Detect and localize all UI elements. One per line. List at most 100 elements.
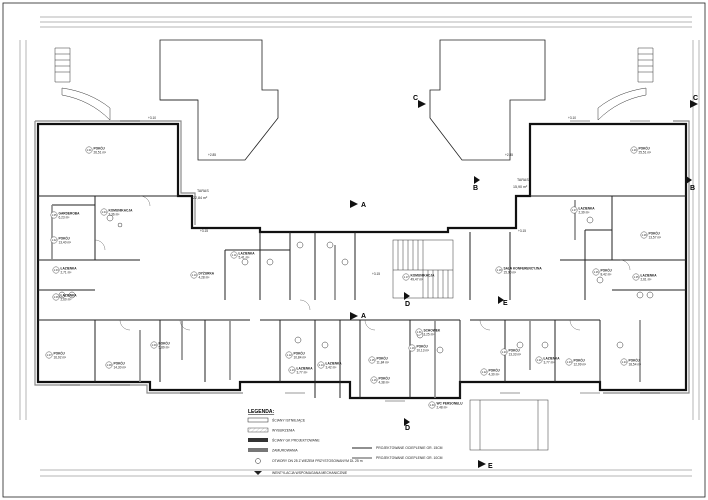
room-number: 1.04: [102, 211, 107, 214]
room-number: 1.10: [192, 274, 197, 277]
room-number: 1.12: [287, 354, 292, 357]
section-marker-e-bottom: E: [478, 460, 493, 470]
legend-item: WENTYLACJA WSPOMAGANA MECHANICZNIE: [272, 471, 348, 475]
room-area: 2,48 m²: [437, 405, 448, 409]
room-number-badge: [100, 208, 108, 216]
room-number: 1.05: [52, 214, 57, 217]
room-area: 5,89 m²: [159, 345, 170, 349]
room-number-badge: [85, 146, 93, 154]
room-name: POKÓJ: [417, 343, 428, 348]
room-number-badge: [50, 236, 58, 244]
dimension-lines: [19, 16, 700, 477]
section-marker-c-right: C: [690, 95, 698, 108]
room-number: 1.24: [622, 361, 627, 364]
svg-text:E: E: [488, 463, 493, 470]
room-number: 1.23: [567, 361, 572, 364]
room-number: 1.15: [370, 359, 375, 362]
room-number: 1.06: [54, 296, 59, 299]
interior-walls: [38, 195, 686, 398]
room-name: POKÓJ: [489, 367, 500, 372]
room-number: 1.30: [430, 404, 435, 407]
room-name: POKÓJ: [601, 267, 612, 272]
room-number-badge: [592, 268, 600, 276]
room-number-badge: [402, 273, 410, 281]
legend-item: WYBURZENIA: [272, 429, 295, 433]
room-name: POKÓJ: [649, 230, 660, 235]
room-number-badge: [495, 266, 503, 274]
room-number-badge: [50, 211, 58, 219]
room-name: SALA KONFERENCYJNA: [504, 266, 543, 270]
legend-swatch-walling: [248, 448, 268, 452]
room-number-badge: [415, 328, 423, 336]
section-marker-d-bottom: D: [404, 418, 410, 432]
room-number: 1.09: [152, 344, 157, 347]
room-number: 1.25: [634, 276, 639, 279]
level-marks: +3.15 +3.15 +3.10 +3.10 +3.15 +2.85 +2.8…: [148, 116, 576, 276]
level-mark: +3.10: [568, 116, 576, 120]
room-number: 1.11: [232, 254, 237, 257]
room-name: POKÓJ: [639, 145, 650, 150]
central-staircase: [392, 239, 454, 299]
room-number: 1.17: [404, 276, 409, 279]
svg-text:B: B: [690, 185, 695, 192]
section-marker-b-right: B: [686, 176, 695, 192]
room-number-badge: [370, 376, 378, 384]
room-number: 1.08: [107, 364, 112, 367]
room-name: ŁAZIENKA: [239, 251, 256, 255]
legend-item: ŚCIANY GK PROJEKTOWANE: [272, 438, 320, 443]
room-number: 1.01: [87, 149, 92, 152]
room-area: 5,41 m²: [239, 255, 250, 259]
roof-outline-right: [429, 39, 546, 161]
room-area: 2,61 m²: [641, 277, 652, 281]
room-number-badge: [52, 293, 60, 301]
svg-text:D: D: [405, 425, 410, 432]
room-area: 2,60 m²: [61, 297, 72, 301]
room-name: KOMUNIKACJA: [109, 208, 134, 212]
room-number: 1.07: [47, 354, 52, 357]
room-area: 10,13 m²: [417, 348, 430, 352]
room-area: 14,30 m²: [114, 365, 127, 369]
level-mark: +2.85: [208, 153, 216, 157]
room-number-badge: [640, 231, 648, 239]
room-area: 8,42 m²: [601, 272, 612, 276]
room-name: POKÓJ: [377, 355, 388, 360]
room-number: 1.20: [502, 351, 507, 354]
room-number: 1.02: [52, 239, 57, 242]
svg-text:B: B: [473, 185, 478, 192]
room-number: 1.21: [537, 359, 542, 362]
room-number-badge: [620, 358, 628, 366]
room-area: 25,51 m²: [639, 150, 652, 154]
svg-text:A: A: [361, 202, 366, 209]
section-marker-a-top: A: [350, 200, 366, 209]
room-number: 1.29: [632, 149, 637, 152]
room-number-badge: [285, 351, 293, 359]
legend-item: ŚCIANY ISTNIEJĄCE: [272, 418, 306, 423]
room-name: ŁAZIENKA: [544, 356, 561, 360]
room-name: POKÓJ: [294, 350, 305, 355]
svg-text:C: C: [693, 95, 698, 102]
legend-swatch-gk: [248, 438, 268, 442]
legend-swatch-demolition: [247, 427, 269, 433]
room-name: GARDEROBA: [59, 211, 81, 215]
room-area: 3,77 m²: [544, 360, 555, 364]
room-number-badge: [105, 361, 113, 369]
legend-item: PROJEKTOWANE OCIEPLENIE GR. 15CM: [376, 446, 443, 450]
room-number-badge: [480, 368, 488, 376]
